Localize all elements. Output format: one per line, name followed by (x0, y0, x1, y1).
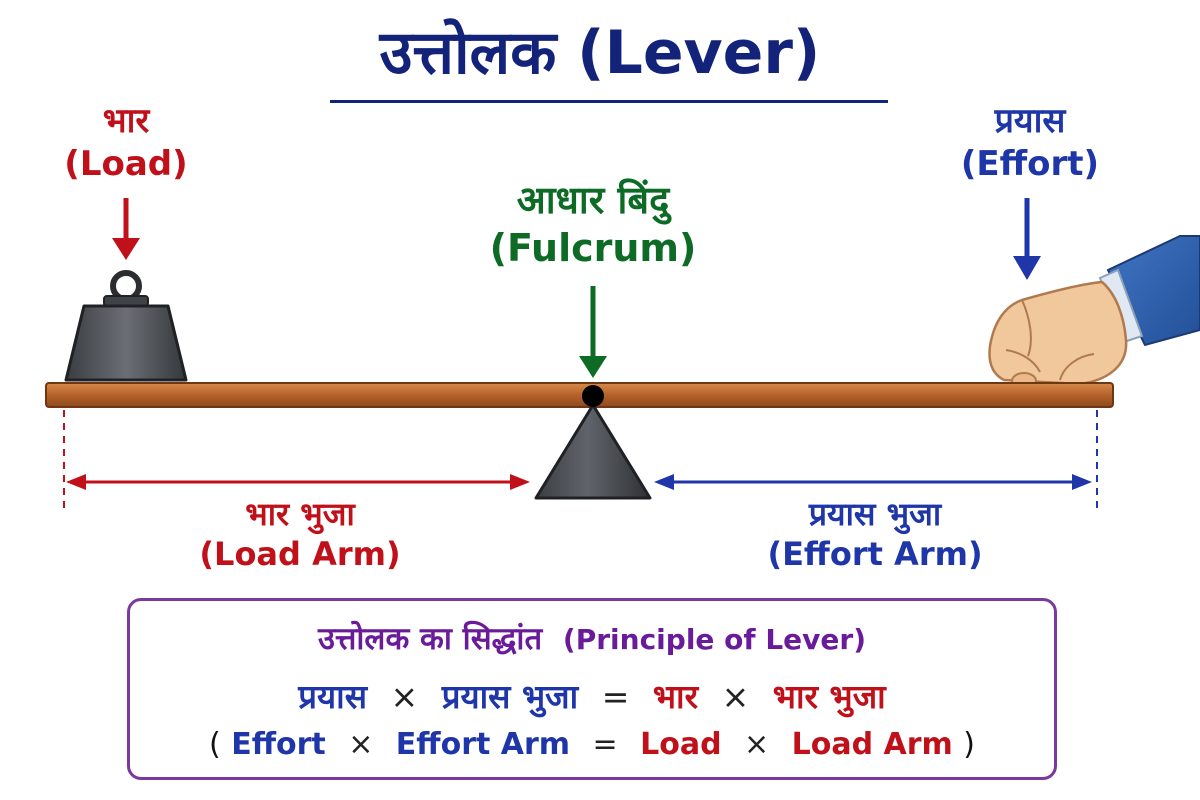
load-arm-arrow (66, 474, 530, 490)
effort-arm-arrow (654, 474, 1092, 490)
weight-icon (64, 270, 188, 382)
fulcrum-arrow (579, 286, 607, 378)
fulcrum-label-hindi: आधार बिंदु (516, 178, 670, 222)
formula-english-effort: Effort (231, 727, 326, 762)
formula-hindi-equals: = (601, 677, 630, 716)
effort-arm-label-english: (Effort Arm) (767, 535, 983, 573)
title-underline (330, 100, 888, 103)
load-arm-label-hindi: भार भुजा (245, 495, 355, 533)
page-title: उत्तोलक (Lever) (379, 18, 821, 88)
load-label-hindi: भार (102, 101, 150, 141)
formula-hindi-load: भार (652, 677, 699, 716)
principle-formula-hindi: प्रयास × प्रयास भुजा = भार × भार भुजा (130, 673, 1054, 718)
formula-english-equals: = (592, 727, 618, 762)
formula-hindi-effort-arm: प्रयास भुजा (441, 677, 579, 716)
load-label-english: (Load) (64, 143, 188, 184)
principle-formula-english: ( Effort × Effort Arm = Load × Load Arm … (130, 727, 1054, 762)
lever-beam (45, 382, 1114, 408)
principle-heading-hindi: उत्तोलक का सिद्धांत (317, 621, 543, 657)
formula-english-times-2: × (744, 727, 770, 762)
formula-english-load: Load (640, 727, 722, 762)
fulcrum-label: आधार बिंदु (Fulcrum) (463, 177, 723, 272)
principle-box: उत्तोलक का सिद्धांत (Principle of Lever)… (127, 598, 1057, 780)
effort-arm-label-hindi: प्रयास भुजा (808, 495, 942, 533)
load-arm-label: भार भुजा (Load Arm) (180, 494, 420, 574)
lever-diagram (45, 198, 1200, 510)
effort-label-hindi: प्रयास (994, 101, 1066, 141)
formula-english-effort-arm: Effort Arm (395, 727, 571, 762)
formula-english-close-paren: ) (963, 727, 975, 762)
effort-label: प्रयास (Effort) (940, 100, 1120, 185)
fulcrum-label-english: (Fulcrum) (489, 225, 697, 270)
load-label: भार (Load) (46, 100, 206, 185)
load-arm-label-english: (Load Arm) (199, 535, 401, 573)
formula-english-load-arm: Load Arm (791, 727, 953, 762)
formula-hindi-times-2: × (721, 677, 750, 716)
principle-heading-english: (Principle of Lever) (562, 623, 866, 656)
formula-hindi-load-arm: भार भुजा (772, 677, 886, 716)
formula-hindi-times-1: × (390, 677, 419, 716)
formula-english-times-1: × (348, 727, 374, 762)
fulcrum-triangle-icon (534, 385, 652, 500)
load-arrow (112, 198, 140, 260)
effort-label-english: (Effort) (960, 143, 1100, 184)
formula-hindi-effort: प्रयास (298, 677, 368, 716)
effort-arm-label: प्रयास भुजा (Effort Arm) (750, 494, 1000, 574)
principle-heading: उत्तोलक का सिद्धांत (Principle of Lever) (130, 617, 1054, 659)
effort-arrow (1013, 198, 1041, 280)
formula-english-open-paren: ( (209, 727, 221, 762)
